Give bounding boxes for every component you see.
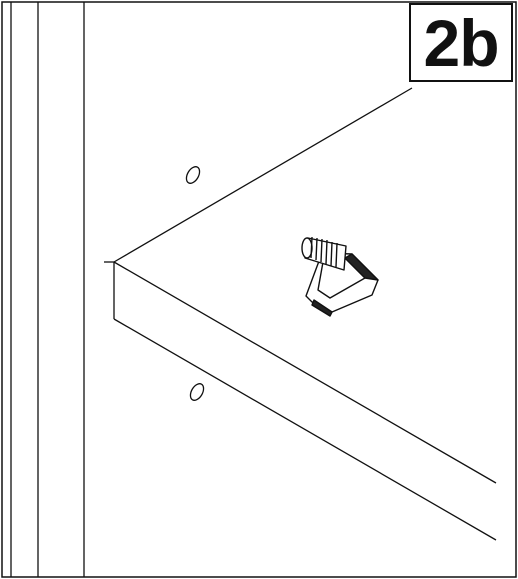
peg-pin (301, 236, 347, 271)
shelf-support-peg (301, 236, 379, 317)
peg-lip (311, 299, 333, 317)
peg-body-shadow (344, 253, 379, 281)
shelf-front-top-edge (113, 261, 497, 484)
peg-holes (185, 166, 205, 401)
shelf-top-back-edge (113, 87, 413, 263)
step-number-box: 2b (409, 3, 513, 82)
step-number-label: 2b (423, 5, 499, 80)
shelf-panel (104, 87, 497, 541)
shelf-front-bottom-edge (113, 318, 497, 541)
peg-hole-lower (189, 383, 205, 401)
side-panel (10, 2, 85, 577)
peg-hole-upper (185, 166, 201, 184)
